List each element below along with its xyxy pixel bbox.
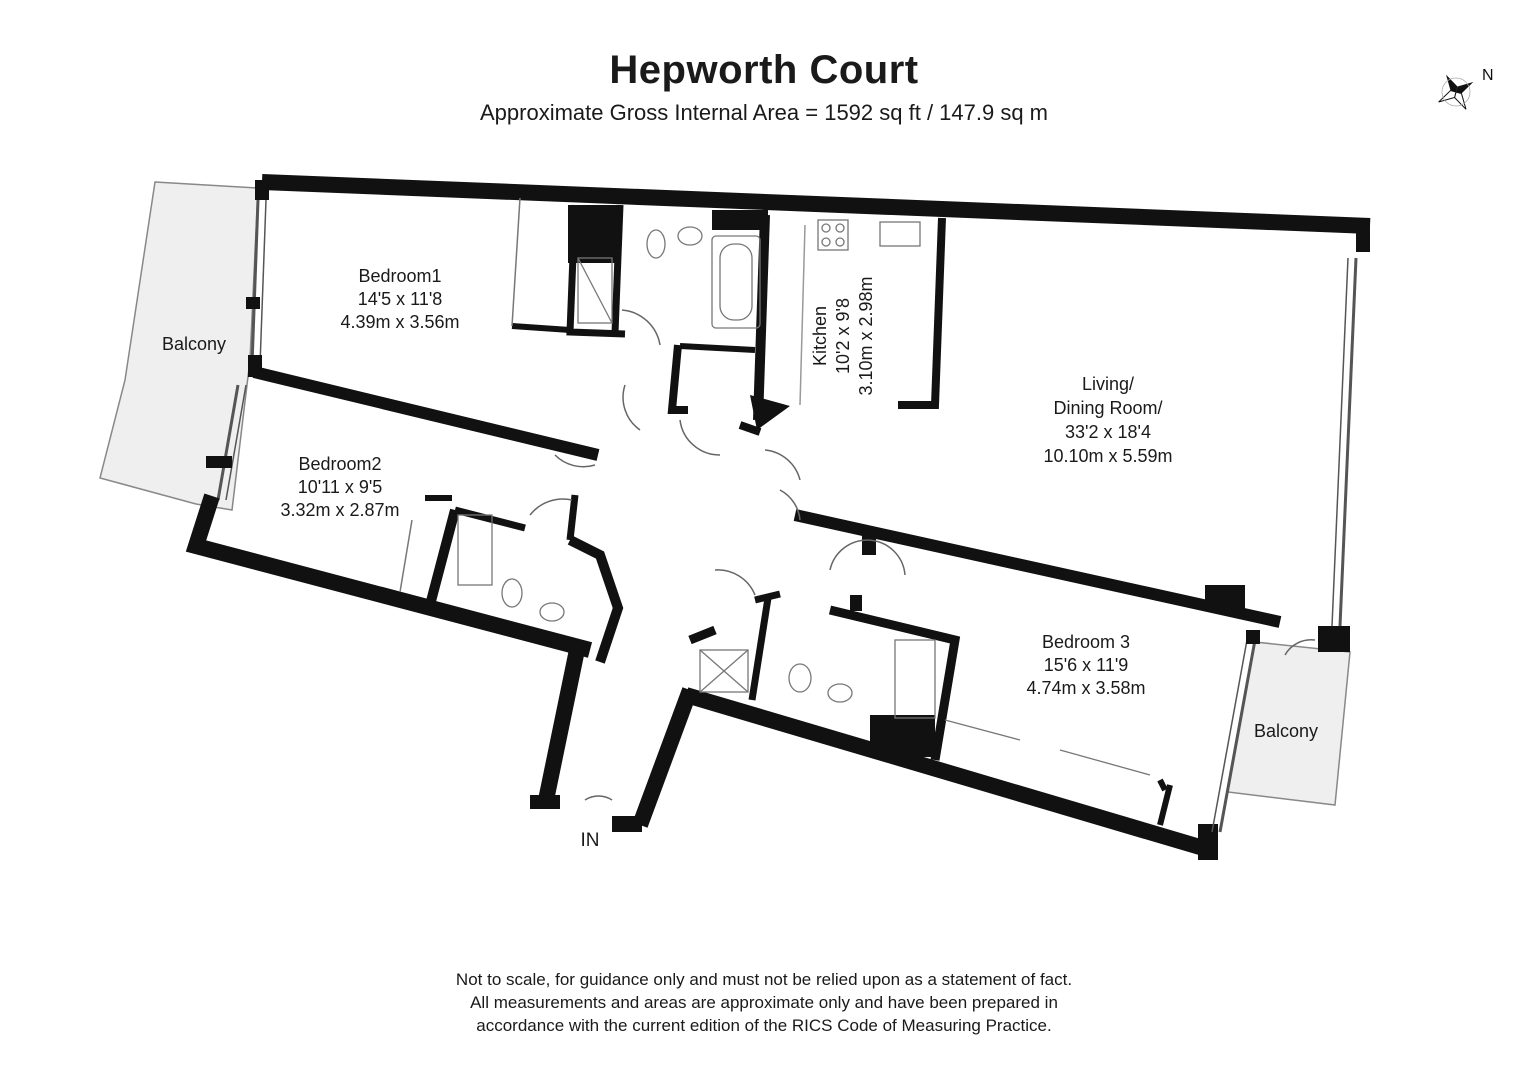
room-label-bedroom2: Bedroom2 10'11 x 9'5 3.32m x 2.87m [280, 454, 399, 520]
disclaimer: Not to scale, for guidance only and must… [0, 968, 1528, 1037]
compass-rose-icon: N [1438, 67, 1494, 110]
interior-walls [252, 197, 1282, 826]
entrance-label: IN [581, 830, 600, 851]
bedroom1-metric: 4.39m x 3.56m [340, 312, 459, 332]
disclaimer-line-1: Not to scale, for guidance only and must… [455, 970, 1073, 989]
kitchen-metric: 3.10m x 2.98m [856, 276, 876, 395]
kitchen-imperial: 10'2 x 9'8 [833, 298, 853, 374]
room-label-living: Living/ Dining Room/ 33'2 x 18'4 10.10m … [1043, 374, 1172, 466]
bedroom3-metric: 4.74m x 3.58m [1026, 678, 1145, 698]
compass-north-label: N [1482, 67, 1494, 84]
balcony-right-label: Balcony [1254, 721, 1318, 741]
bedroom2-imperial: 10'11 x 9'5 [298, 477, 383, 497]
living-metric: 10.10m x 5.59m [1043, 446, 1172, 466]
kitchen-name: Kitchen [810, 306, 830, 366]
room-label-kitchen: Kitchen 10'2 x 9'8 3.10m x 2.98m [810, 276, 876, 395]
bedroom2-metric: 3.32m x 2.87m [280, 500, 399, 520]
bedroom3-name: Bedroom 3 [1042, 632, 1130, 652]
bedroom1-name: Bedroom1 [358, 266, 441, 286]
room-label-bedroom1: Bedroom1 14'5 x 11'8 4.39m x 3.56m [340, 266, 459, 332]
balcony-left-label: Balcony [162, 334, 226, 354]
disclaimer-line-2: All measurements and areas are approxima… [470, 993, 1058, 1012]
room-label-bedroom3: Bedroom 3 15'6 x 11'9 4.74m x 3.58m [1026, 632, 1145, 698]
living-name-line2: Dining Room/ [1053, 398, 1162, 418]
bedroom3-imperial: 15'6 x 11'9 [1044, 655, 1129, 675]
bedroom2-name: Bedroom2 [298, 454, 381, 474]
disclaimer-line-3: accordance with the current edition of t… [476, 1016, 1052, 1035]
gross-area-subtitle: Approximate Gross Internal Area = 1592 s… [479, 100, 1049, 125]
door-swings [529, 309, 1316, 801]
living-imperial: 33'2 x 18'4 [1065, 422, 1151, 442]
plan-title: Hepworth Court [609, 48, 919, 92]
living-name-line1: Living/ [1082, 374, 1134, 394]
bathroom-fixtures [457, 219, 1151, 776]
bedroom1-imperial: 14'5 x 11'8 [358, 289, 443, 309]
exterior-walls [185, 174, 1371, 860]
